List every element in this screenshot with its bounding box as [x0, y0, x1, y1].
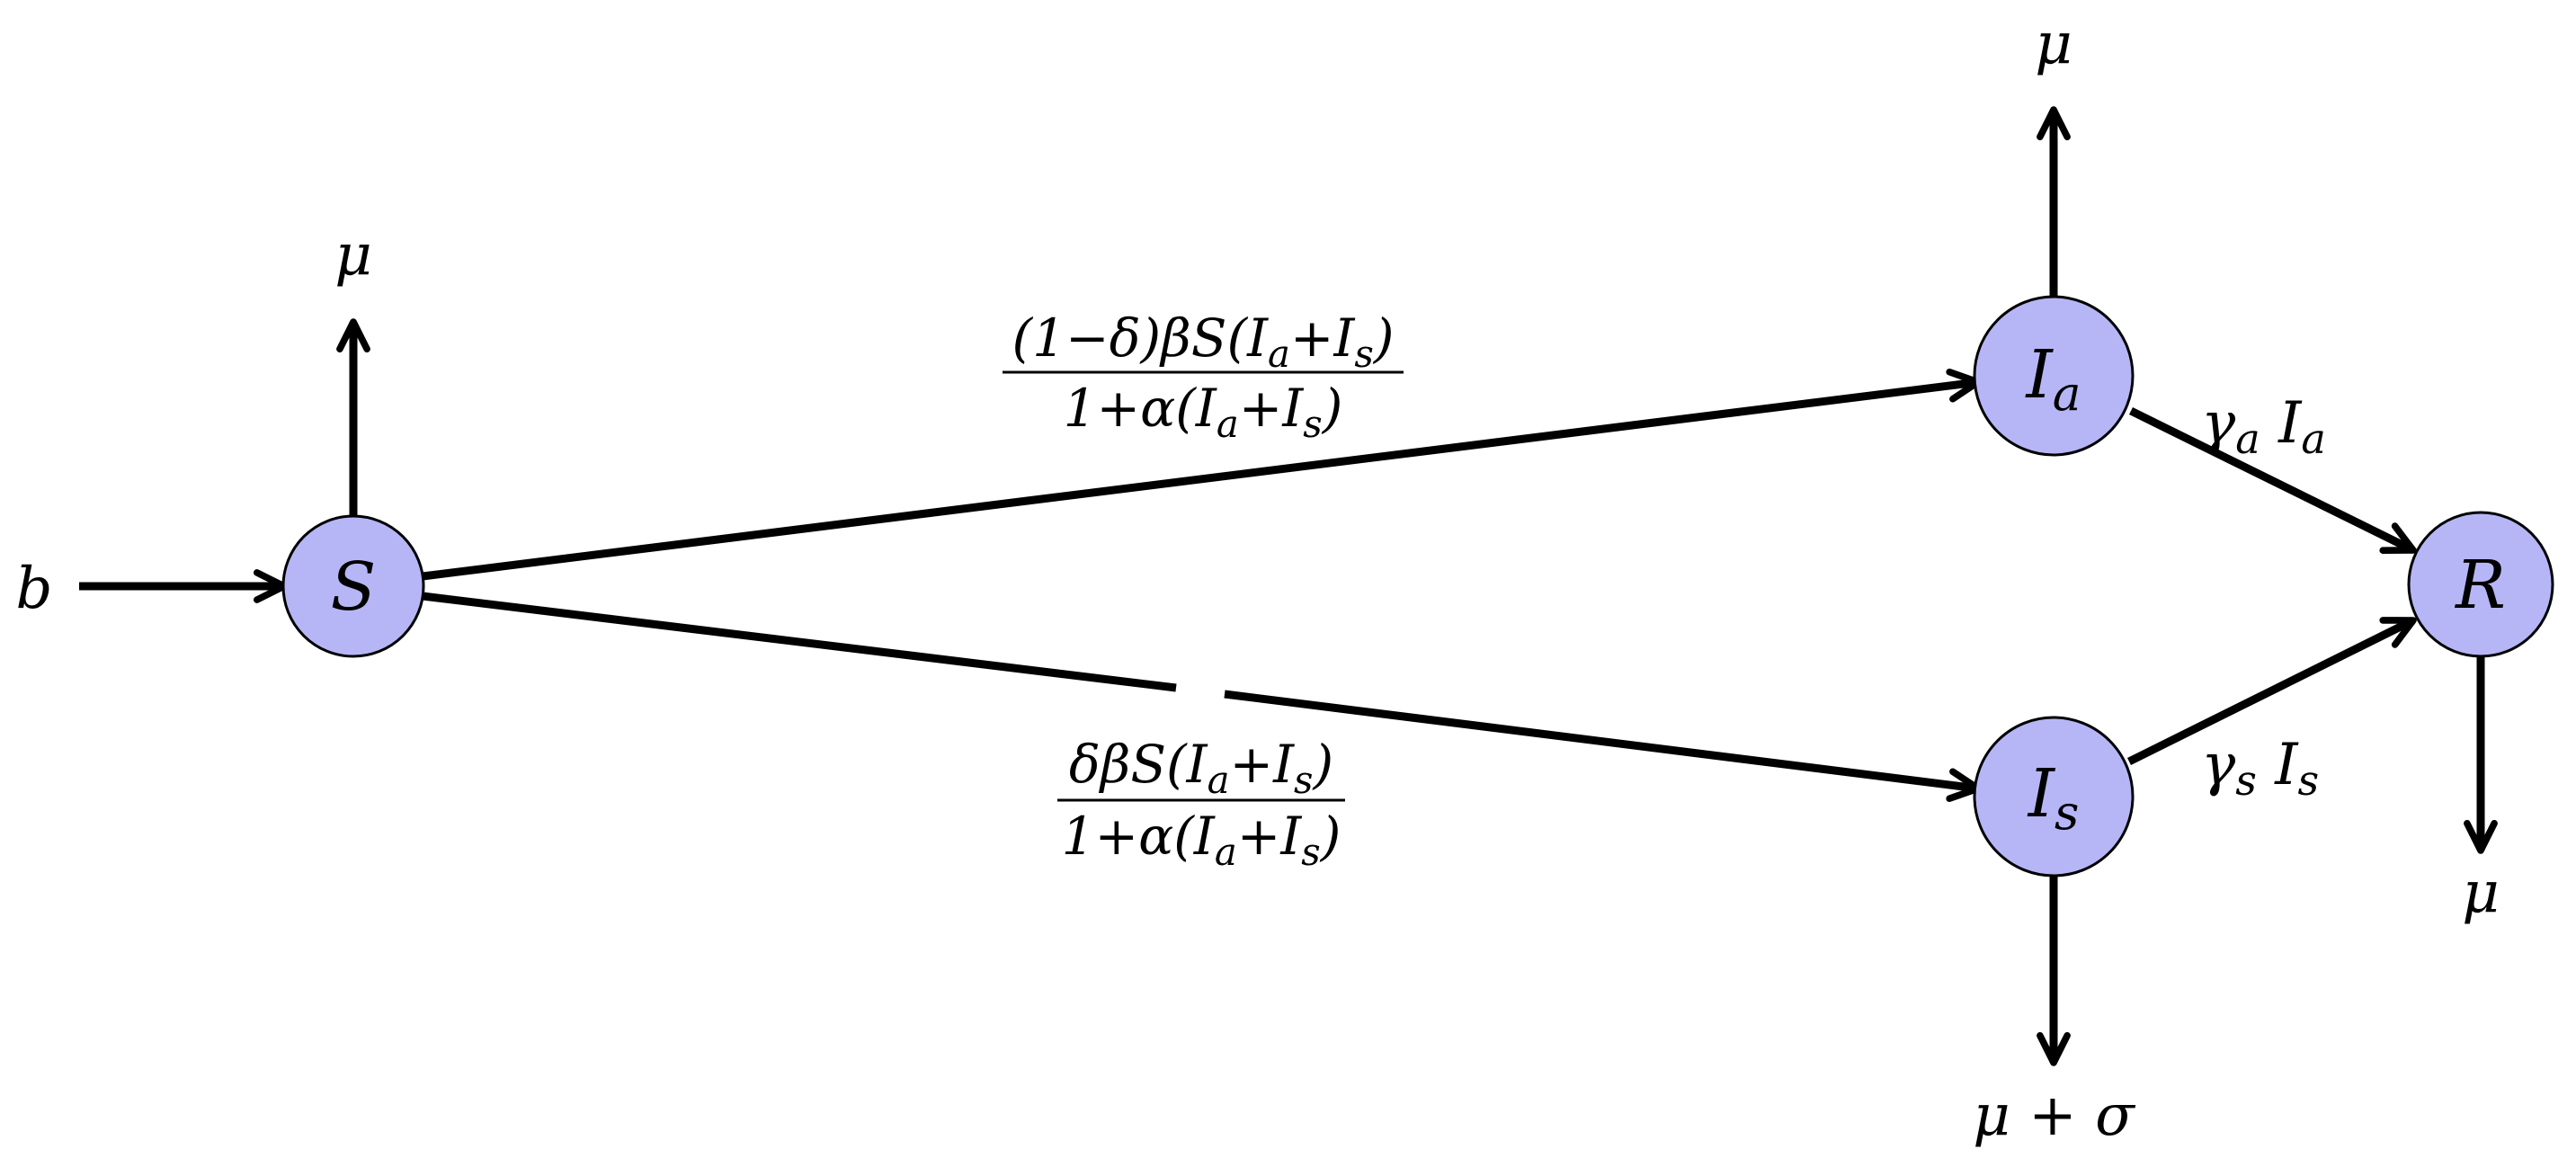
ia-to-r-rate: γa Ia	[2201, 390, 2326, 463]
s-to-is-rate: δβS(Ia+Is) 1+α(Ia+Is)	[1057, 734, 1345, 874]
s-to-ia-arrow	[422, 368, 1982, 581]
s-to-is-denominator: 1+α(Ia+Is)	[1062, 806, 1341, 874]
node-ia: Ia	[1973, 295, 2135, 457]
ia-to-r-arrow	[2129, 406, 2417, 555]
node-r-label: R	[2454, 547, 2506, 624]
s-to-is-arrow-part2	[1224, 690, 1982, 803]
node-r: R	[2407, 511, 2554, 658]
node-s: S	[281, 514, 425, 658]
is-death-label: μ + σ	[1973, 1082, 2136, 1149]
node-ia-label: Ia	[2025, 336, 2081, 422]
r-death-label: μ	[2462, 860, 2500, 926]
birth-label: b	[16, 556, 53, 622]
node-is-label: Is	[2027, 755, 2080, 841]
node-s-label: S	[331, 548, 377, 626]
s-death-label: μ	[334, 222, 372, 289]
s-to-ia-rate: (1−δ)βS(Ia+Is) 1+α(Ia+Is)	[1003, 307, 1404, 446]
node-is: Is	[1973, 716, 2135, 878]
is-to-r-arrow	[2126, 616, 2417, 766]
ia-death-label: μ	[2035, 11, 2072, 77]
is-to-r-rate: γs Is	[2201, 732, 2319, 805]
s-to-ia-numerator: (1−δ)βS(Ia+Is)	[1012, 307, 1395, 376]
s-to-ia-denominator: 1+α(Ia+Is)	[1064, 378, 1343, 446]
s-to-is-numerator: δβS(Ia+Is)	[1069, 734, 1333, 802]
s-to-is-arrow-part1	[422, 592, 1177, 692]
